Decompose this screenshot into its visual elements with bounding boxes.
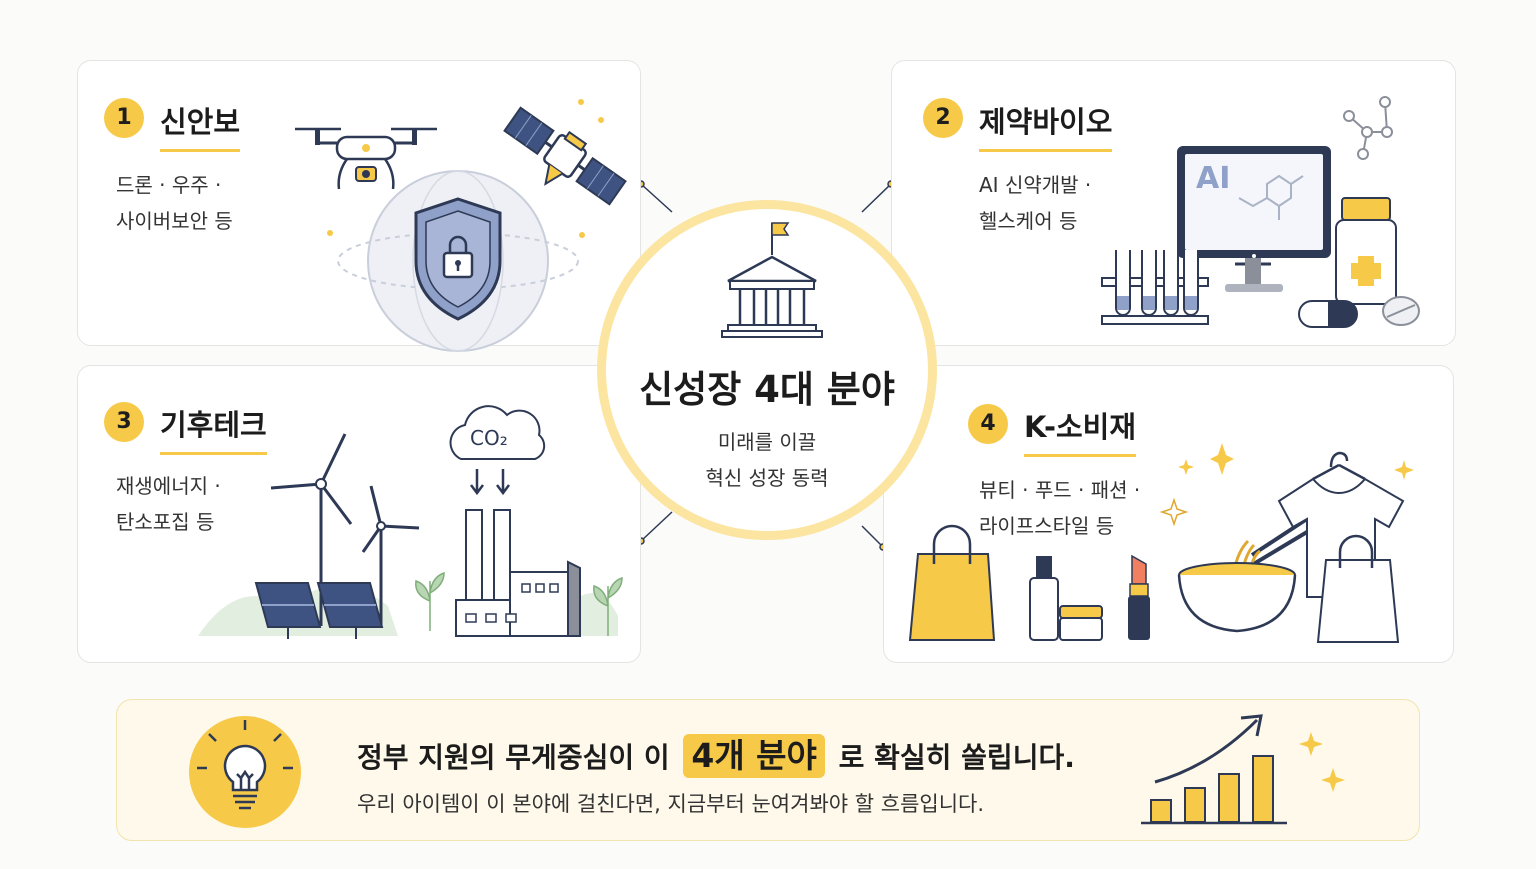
medicine-bottle-icon (1335, 197, 1397, 305)
card-title: K-소비재 (1024, 404, 1137, 457)
pills-icon (1298, 296, 1420, 328)
sparkle-icon (1394, 460, 1414, 480)
sparkle-icon (1299, 732, 1345, 792)
highlight-badge: 4개 분야 (683, 734, 825, 778)
monitor-ai-icon (1177, 146, 1331, 292)
shield-lock-icon (337, 170, 579, 352)
drone-icon (295, 127, 437, 190)
card-title: 신안보 (160, 99, 241, 152)
cosmetics-icon (1029, 556, 1103, 641)
sparkle-dots (579, 232, 585, 238)
summary-banner: 정부 지원의 무게중심이 이 4개 분야 로 확실히 쏠립니다. 우리 아이템이… (116, 699, 1420, 841)
test-tubes-icon (1101, 250, 1209, 325)
growth-chart-icon (1141, 714, 1287, 825)
sparkle-icon (1159, 497, 1189, 527)
center-hub: 신성장 4대 분야 미래를 이끌 혁신 성장 동력 (597, 200, 937, 540)
card-number: 2 (923, 98, 963, 138)
center-title: 신성장 4대 분야 (639, 368, 895, 411)
card-k-consumer-goods: 4 K-소비재 뷰티 · 푸드 · 패션 · 라이프스타일 등 (883, 365, 1454, 663)
lightbulb-icon (189, 716, 301, 828)
monitor-label: AI (1196, 161, 1231, 196)
shopping-bag-icon (908, 524, 996, 641)
card-number: 3 (104, 402, 144, 442)
card-description: 재생에너지 · 탄소포집 등 (116, 474, 221, 534)
card-security: 1 신안보 드론 · 우주 · 사이버보안 등 (77, 60, 641, 352)
co2-cloud-icon (449, 405, 546, 496)
banner-subtext: 우리 아이템이 이 본야에 걸친다면, 지금부터 눈여겨봐야 할 흐름입니다. (357, 792, 985, 816)
molecule-icon (1343, 96, 1393, 160)
sparkle-dots (327, 230, 333, 236)
card-description: AI 신약개발 · 헬스케어 등 (979, 173, 1092, 233)
sparkle-icon (1178, 443, 1234, 475)
factory-icon (455, 509, 581, 637)
card-description: 드론 · 우주 · 사이버보안 등 (116, 173, 233, 233)
wind-turbine-icon (270, 433, 420, 626)
solar-panel-icon (254, 582, 384, 639)
card-title: 제약바이오 (979, 99, 1113, 152)
plant-icon (593, 576, 623, 636)
center-subtitle: 미래를 이끌 혁신 성장 동력 (705, 430, 829, 490)
co2-label: CO₂ (470, 426, 508, 450)
card-number: 1 (104, 98, 144, 138)
satellite-icon (503, 99, 627, 206)
card-title: 기후테크 (160, 402, 267, 455)
card-number: 4 (968, 404, 1008, 444)
shopping-bag-icon (1316, 534, 1400, 643)
card-climate-tech: 3 기후테크 재생에너지 · 탄소포집 등 CO₂ (77, 365, 641, 663)
plant-icon (415, 571, 445, 631)
banner-headline: 정부 지원의 무게중심이 이 4개 분야 로 확실히 쏠립니다. (357, 734, 1075, 780)
government-building-icon (721, 222, 823, 338)
lipstick-icon (1128, 554, 1150, 640)
card-description: 뷰티 · 푸드 · 패션 · 라이프스타일 등 (979, 478, 1141, 538)
card-pharma-bio: 2 제약바이오 AI 신약개발 · 헬스케어 등 AI (891, 60, 1456, 346)
